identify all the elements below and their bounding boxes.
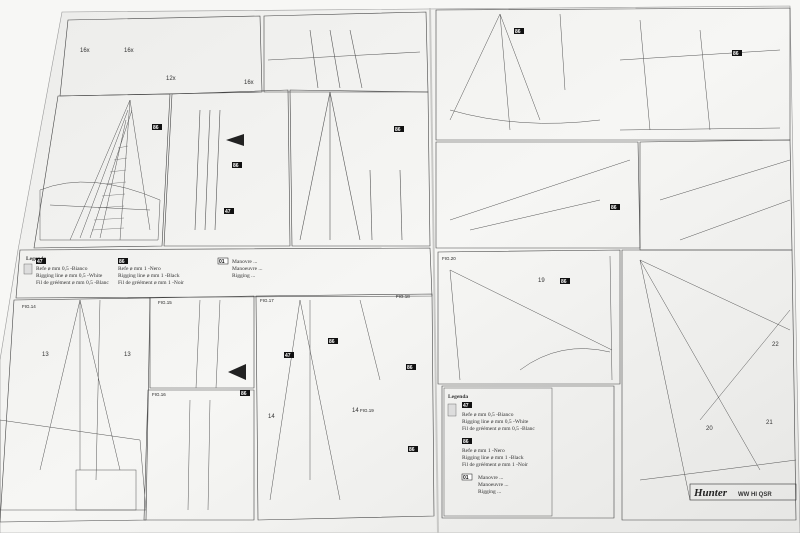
- model-code: WW HI QSR: [738, 492, 772, 498]
- title-block: Hunter WW HI QSR: [689, 483, 797, 501]
- callout-19: 19: [538, 278, 545, 284]
- tag-86-d: 86: [515, 29, 521, 35]
- tag-86: 86: [153, 125, 159, 131]
- fig-14-label: FIG.14: [22, 304, 36, 309]
- callout-20: 20: [706, 426, 713, 432]
- model-name: Hunter: [693, 487, 728, 499]
- legend-left-47-en: Rigging line ø mm 0,5 -White: [36, 273, 103, 279]
- legend-right-it: Manovre ...: [478, 475, 504, 481]
- fig-19-label: FIG.19: [360, 408, 374, 413]
- legend-left-86: 86: [119, 259, 125, 265]
- tag-47: 47: [225, 209, 231, 215]
- callout-14b: 14: [352, 408, 359, 414]
- legend-right-47: 47: [463, 403, 469, 409]
- legend-right-86-fr: Fil de gréément ø mm 1 -Noir: [462, 462, 528, 468]
- ship-drawing-bottom-right: [449, 255, 797, 501]
- legend-right-86: 86: [463, 439, 469, 445]
- ratlines-top-left: [91, 145, 129, 231]
- part-number-labels: 86 86 86 47 86 86 86 86 86 86 86 86 47: [153, 29, 739, 453]
- center-fold: [429, 7, 439, 533]
- legend-right-47-en: Rigging line ø mm 0,5 -White: [462, 419, 529, 425]
- label-16x-b: 16x: [124, 48, 134, 54]
- legend-right-fr: Manoeuvre ...: [478, 482, 509, 488]
- fig-18-label: FIG.18: [396, 294, 410, 299]
- tag-86-c: 86: [233, 163, 239, 169]
- label-16x-a: 16x: [80, 48, 90, 54]
- legend-left-86-en: Rigging line ø mm 1 -Black: [118, 273, 180, 279]
- callout-13b: 13: [124, 352, 131, 358]
- tag-86-e: 86: [733, 51, 739, 57]
- legend-left-47-fr: Fil de gréément ø mm 0,5 -Blanc: [36, 280, 109, 286]
- legend-left-47-it: Refe ø mm 0,5 -Bianco: [36, 265, 88, 272]
- tag-86-h: 86: [241, 391, 247, 397]
- legend-left-it: Manovre ...: [232, 259, 258, 265]
- callout-13a: 13: [42, 352, 49, 358]
- tag-86-g: 86: [561, 279, 567, 285]
- tag-47-b: 47: [285, 353, 291, 359]
- ship-drawing-bottom-left: [0, 299, 381, 511]
- tag-86-k: 86: [409, 447, 415, 453]
- legend-right: Legenda 47 Refe ø mm 0,5 -Bianco Rigging…: [443, 387, 553, 517]
- legend-left-47: 47: [37, 259, 43, 265]
- tag-86-f: 86: [611, 205, 617, 211]
- legend-right-86-en: Rigging line ø mm 1 -Black: [462, 455, 524, 461]
- callout-14a: 14: [268, 414, 275, 420]
- label-12x: 12x: [166, 76, 176, 82]
- legend-right-title: Legenda: [448, 394, 468, 400]
- legend-right-86-it: Refe ø mm 1 -Nero: [462, 447, 505, 454]
- fig-17-label: FIG.17: [260, 298, 274, 303]
- legend-right-01: 01: [463, 475, 469, 481]
- fig-16-label: FIG.16: [152, 392, 166, 397]
- callout-22: 22: [772, 342, 779, 348]
- legend-right-47-fr: Fil de gréément ø mm 0,5 -Blanc: [462, 426, 535, 432]
- legend-left-01: 01: [219, 259, 225, 265]
- panel-frames: [0, 7, 797, 523]
- callout-21: 21: [766, 420, 773, 426]
- legend-left-fr: Manoeuvre ...: [232, 266, 263, 272]
- figure-labels: FIG.14 FIG.15 FIG.17 FIG.18 FIG.16 FIG.1…: [22, 256, 456, 413]
- arrow-icon-2: [228, 364, 246, 380]
- ship-drawing-top-middle: [194, 29, 421, 241]
- fig-20-label: FIG.20: [442, 256, 456, 261]
- legend-right-47-it: Refe ø mm 0,5 -Bianco: [462, 411, 514, 418]
- label-16x-c: 16x: [244, 80, 254, 86]
- legend-left-86-it: Refe ø mm 1 -Nero: [118, 265, 161, 272]
- ship-drawing-top-right: [449, 13, 791, 241]
- legend-left-86-fr: Fil de gréément ø mm 1 -Noir: [118, 280, 184, 286]
- arrow-icon: [226, 134, 244, 146]
- tag-86-i: 86: [329, 339, 335, 345]
- tag-86-j: 86: [407, 365, 413, 371]
- legend-left: Legenda 47 Refe ø mm 0,5 -Bianco Rigging…: [23, 256, 263, 286]
- part-number-tags: [152, 28, 742, 452]
- legend-right-en: Rigging ...: [478, 489, 502, 495]
- fig-15-label: FIG.15: [158, 300, 172, 305]
- legend-left-en: Rigging ...: [232, 273, 256, 279]
- paper-sheet: [0, 5, 800, 533]
- callout-numbers: 13 13 14 14 22 20 21 19: [42, 278, 779, 432]
- ship-drawing-top-left: [39, 99, 161, 241]
- tag-86-b: 86: [395, 127, 401, 133]
